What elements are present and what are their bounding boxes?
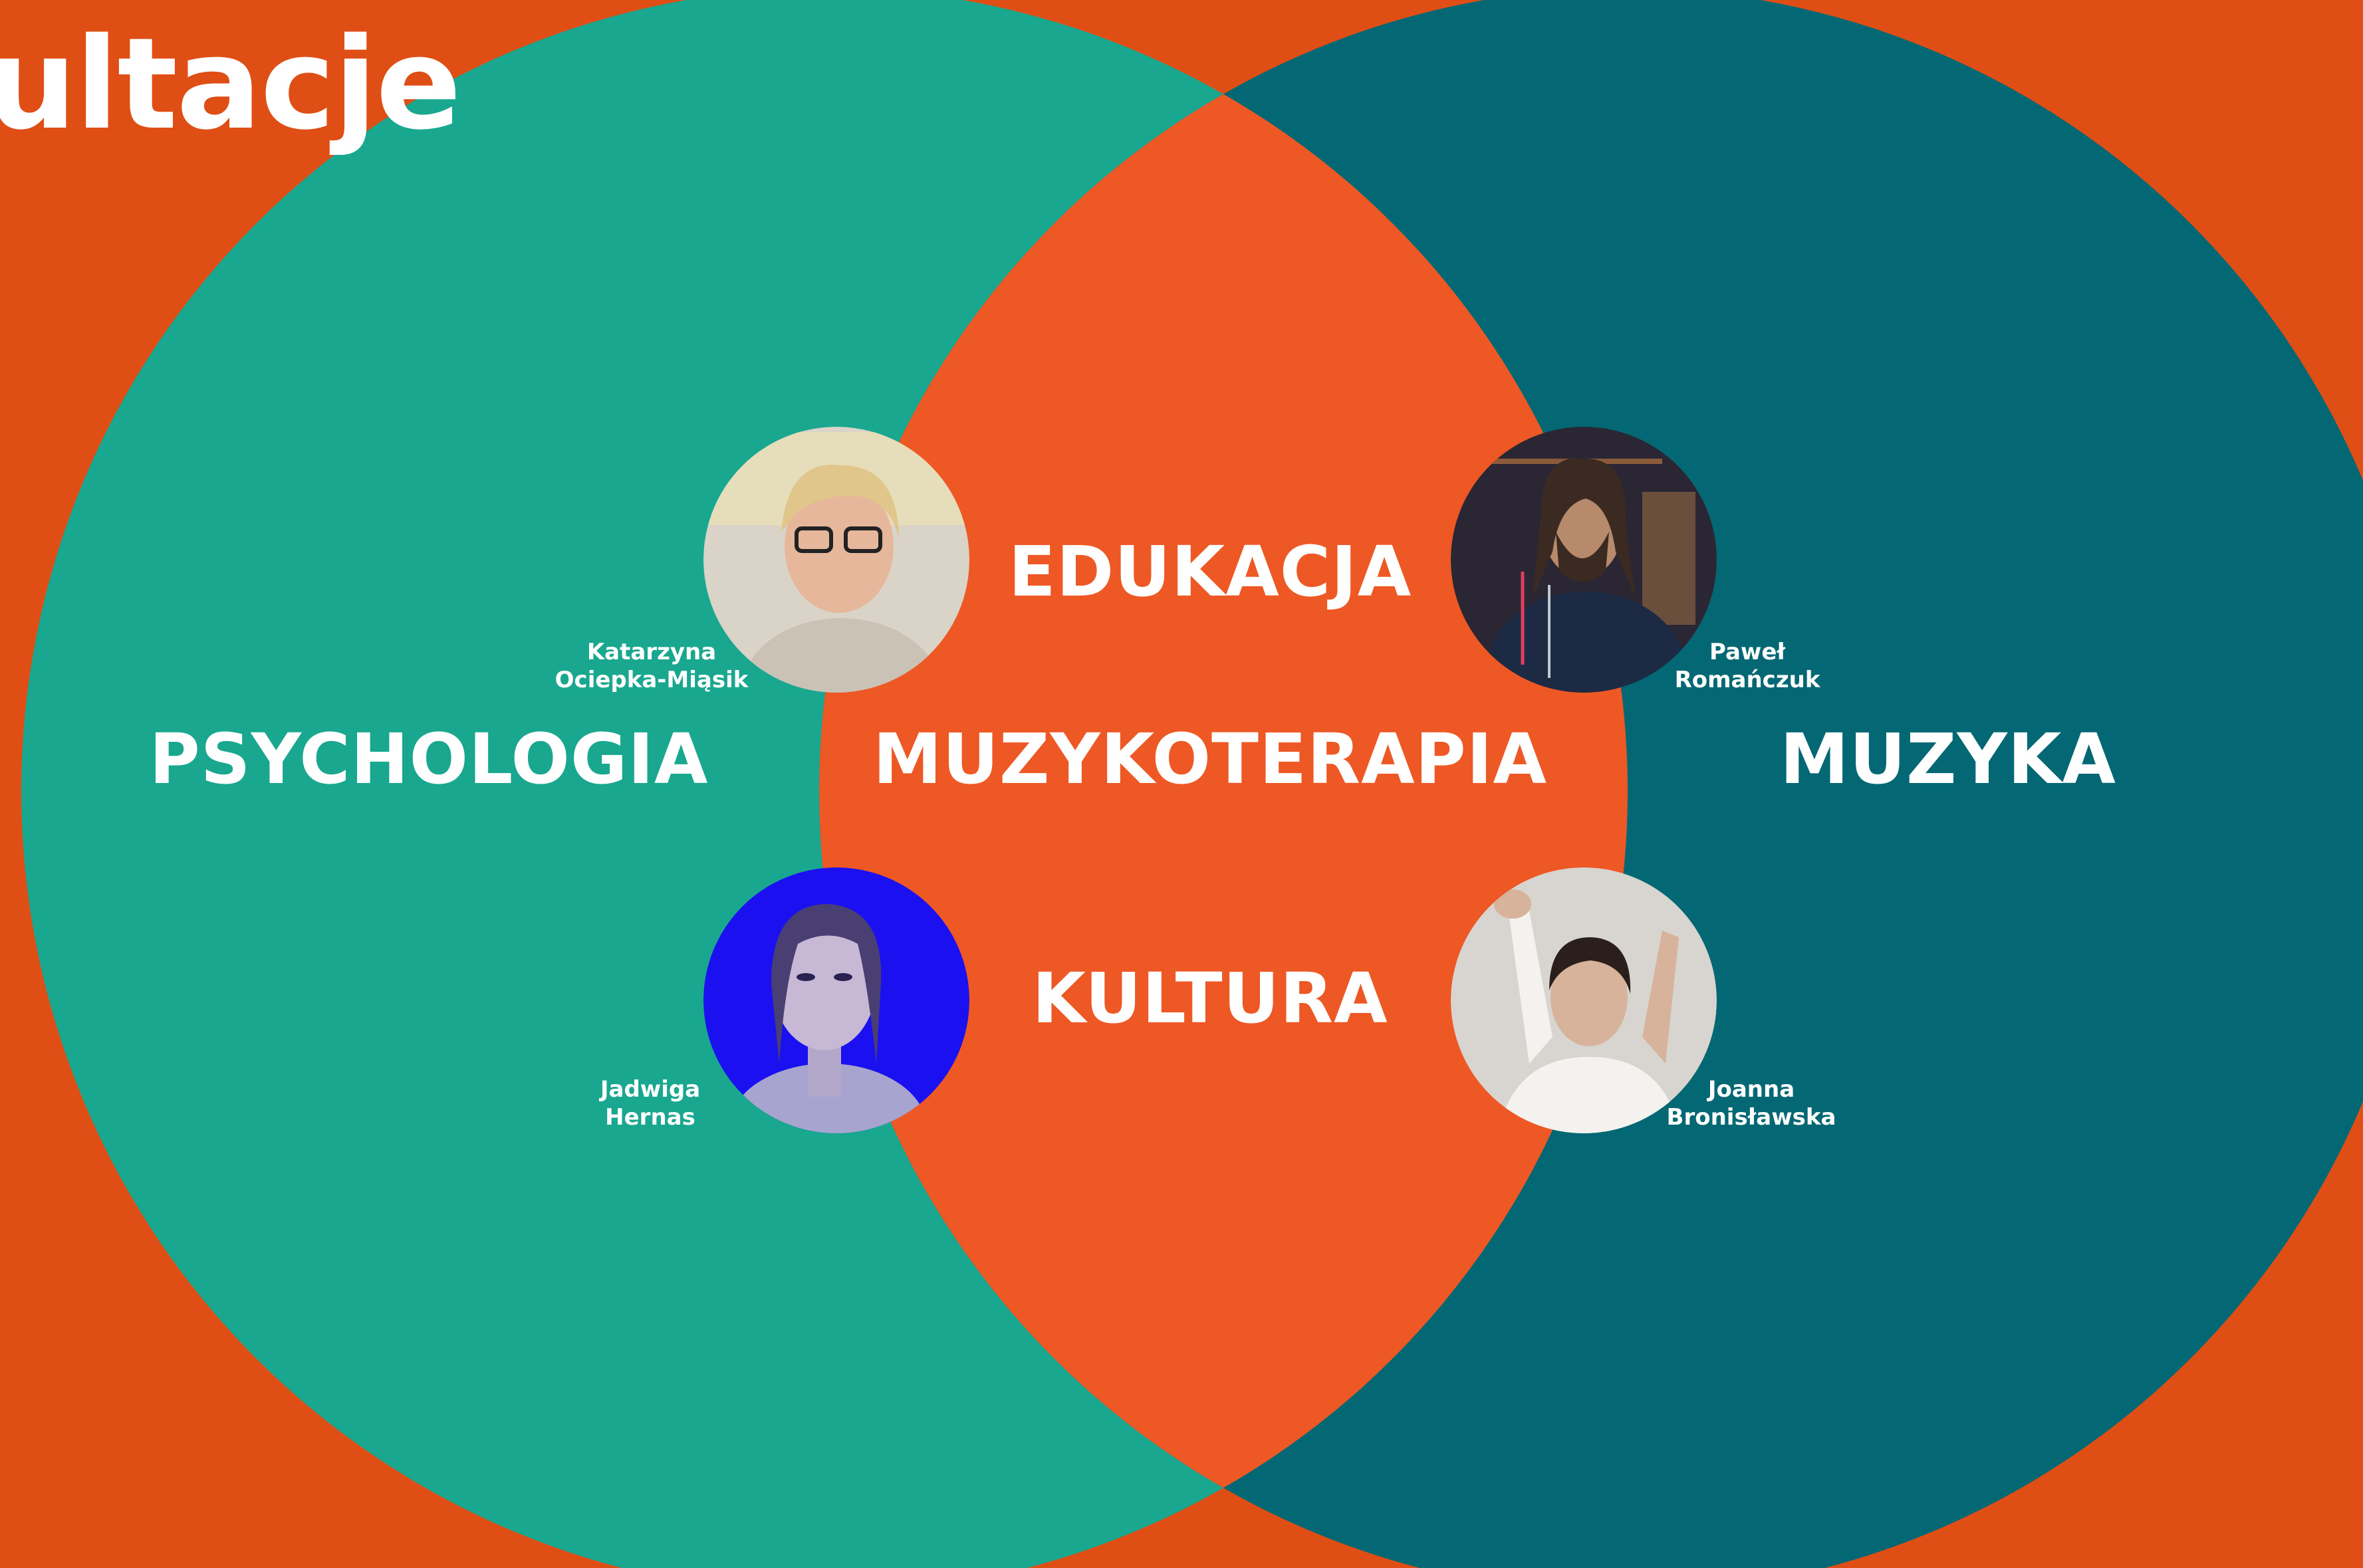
psychologia-label: PSYCHOLOGIA — [149, 719, 708, 800]
muzyka-label: MUZYKA — [1780, 719, 2116, 800]
person-last-name: Hernas — [605, 1104, 695, 1131]
person-first-name: Jadwiga — [599, 1076, 700, 1103]
person-first-name: Joanna — [1707, 1076, 1795, 1103]
page-title: ultacje — [0, 11, 460, 158]
person-last-name: Romańczuk — [1675, 667, 1821, 693]
jadwiga-avatar — [703, 867, 969, 1133]
person-jadwiga[interactable]: Jadwiga Hernas — [599, 867, 969, 1196]
kultura-label: KULTURA — [1032, 958, 1388, 1039]
person-first-name: Katarzyna — [587, 639, 716, 665]
joanna-avatar — [1451, 867, 1717, 1133]
person-last-name: Bronisławska — [1667, 1104, 1836, 1131]
pawel-avatar — [1451, 427, 1717, 693]
person-pawel[interactable]: Paweł Romańczuk — [1451, 427, 1821, 751]
person-last-name: Ociepka-Miąsik — [555, 667, 749, 693]
muzykoterapia-intersection — [819, 0, 1628, 1568]
edukacja-label: EDUKACJA — [1009, 531, 1412, 612]
muzykoterapia-label: MUZYKOTERAPIA — [873, 719, 1547, 800]
person-first-name: Paweł — [1709, 639, 1786, 665]
person-joanna[interactable]: Joanna Bronisławska — [1451, 867, 1836, 1143]
